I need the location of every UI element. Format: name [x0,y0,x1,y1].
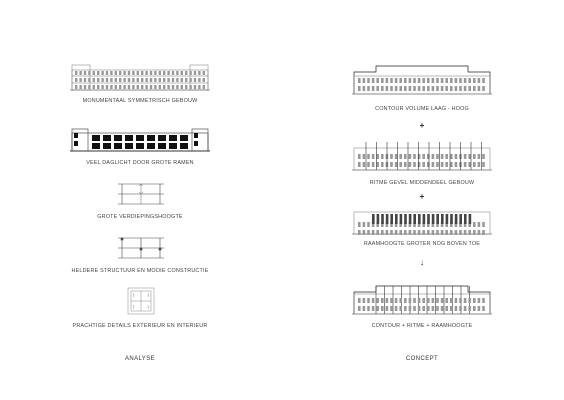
section-drawing-floor-height [118,183,164,205]
heading-analyse: ANALYSE [124,356,156,362]
facade-drawing-window-height [352,211,492,235]
operator-plus-1: + [419,121,425,130]
caption-concept-3: RAAMHOOGTE GROTER NOG BOVEN TOE [363,241,481,247]
caption-concept-1: CONTOUR VOLUME LAAG - HOOG [375,106,469,112]
caption-analyse-5: PRACHTIGE DETAILS EXTERIEUR EN INTERIEUR [72,323,208,329]
caption-analyse-4: HELDERE STRUCTUUR EN MOOIE CONSTRUCTIE [71,268,209,274]
caption-analyse-2: VEEL DAGLICHT DOOR GROTE RAMEN [86,160,194,166]
facade-drawing-rhythm [352,142,492,171]
operator-plus-2: + [419,192,425,201]
facade-drawing-contour [352,65,492,95]
operator-arrow-3: ↓ [420,258,424,267]
detail-drawing-window [127,287,155,315]
caption-analyse-1: MONUMENTAAL SYMMETRISCH GEBOUW [82,98,198,104]
facade-drawing-daylight [70,128,210,152]
facade-drawing-combined [352,285,492,315]
caption-concept-4: CONTOUR + RITME + RAAMHOOGTE [371,323,473,329]
caption-concept-2: RITME GEVEL MIDDENDEEL GEBOUW [369,180,475,186]
heading-concept: CONCEPT [405,356,439,362]
facade-drawing-symmetric [70,64,210,91]
section-drawing-structure [118,237,164,259]
caption-analyse-3: GROTE VERDIEPINGSHOOGTE [97,214,183,220]
